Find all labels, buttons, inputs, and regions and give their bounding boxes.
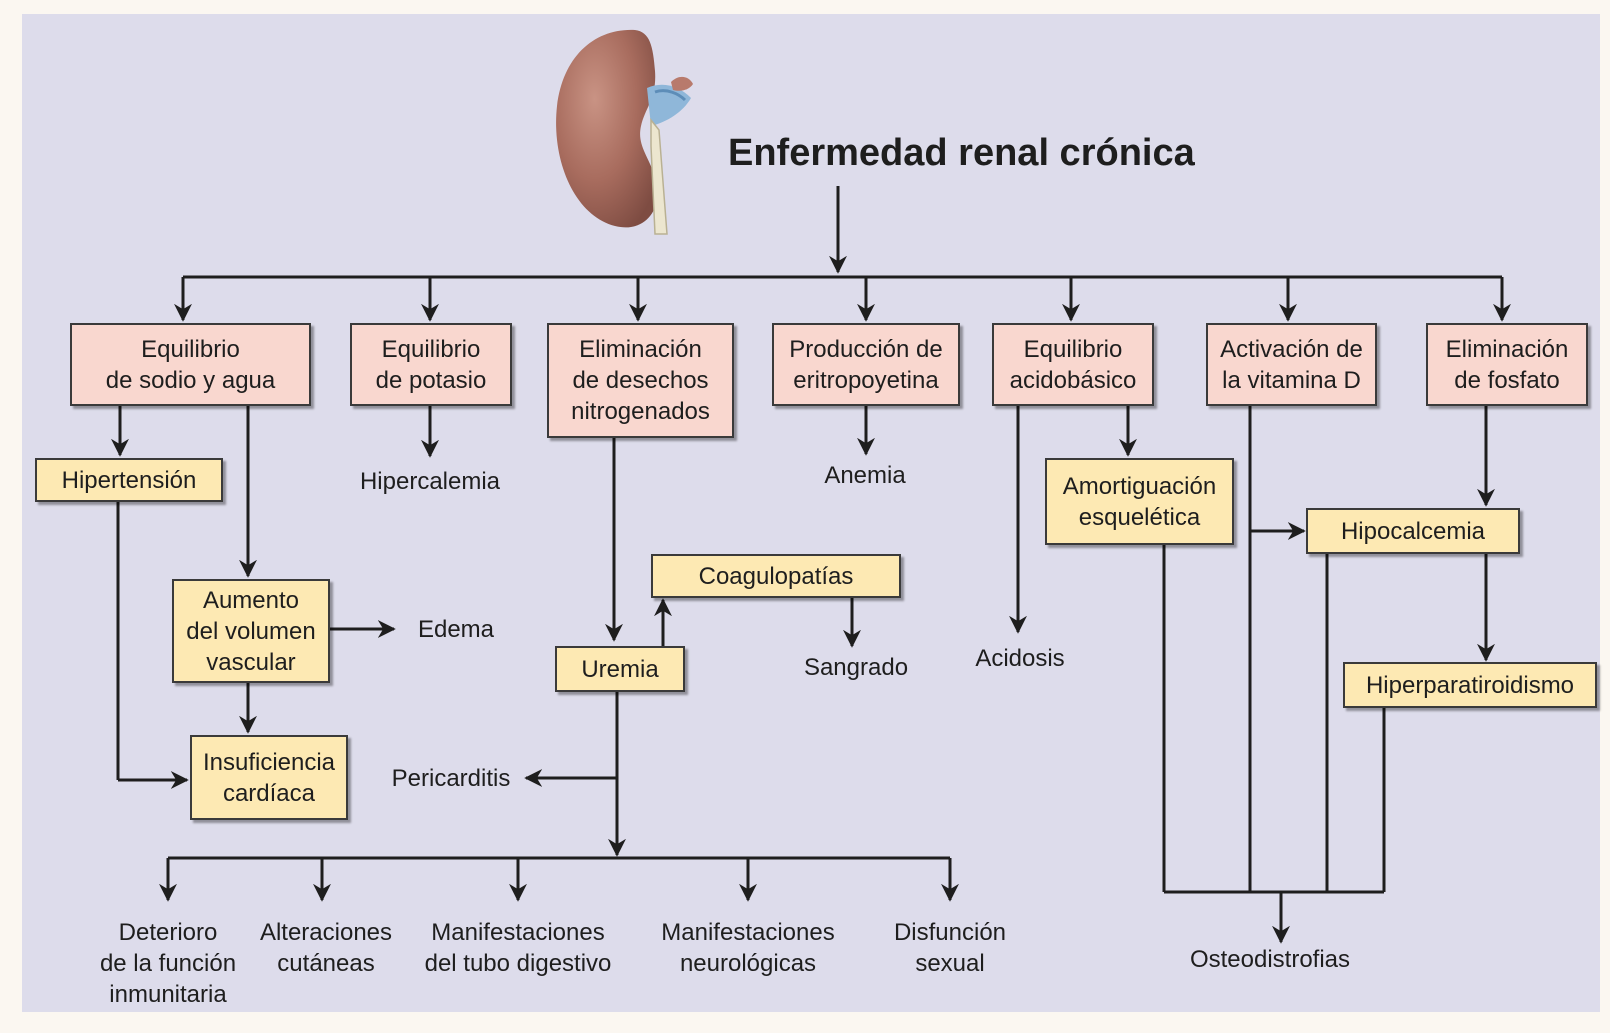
box-uremia: Uremia	[555, 646, 685, 692]
box-hiperparatiroidismo: Hiperparatiroidismo	[1343, 662, 1597, 708]
box-activacion-vitamina-d: Activación de la vitamina D	[1206, 323, 1377, 406]
box-equilibrio-potasio: Equilibrio de potasio	[350, 323, 512, 406]
box-insuficiencia-cardiaca: Insuficiencia cardíaca	[190, 735, 348, 820]
label-manifestaciones-tubo-digestivo: Manifestaciones del tubo digestivo	[408, 917, 628, 979]
box-amortiguacion-esqueletica: Amortiguación esquelética	[1045, 458, 1234, 545]
box-eliminacion-desechos: Eliminación de desechos nitrogenados	[547, 323, 734, 438]
box-produccion-eritropoyetina: Producción de eritropoyetina	[772, 323, 960, 406]
label-hipercalemia: Hipercalemia	[340, 466, 520, 497]
box-aumento-volumen-vascular: Aumento del volumen vascular	[172, 579, 330, 683]
box-coagulopatias: Coagulopatías	[651, 554, 901, 598]
label-alteraciones-cutaneas: Alteraciones cutáneas	[246, 917, 406, 979]
box-hipocalcemia: Hipocalcemia	[1306, 508, 1520, 554]
label-disfuncion-sexual: Disfunción sexual	[875, 917, 1025, 979]
label-deterioro-funcion-inmunitaria: Deterioro de la función inmunitaria	[86, 917, 250, 1010]
label-acidosis: Acidosis	[955, 643, 1085, 674]
box-eliminacion-fosfato: Eliminación de fosfato	[1426, 323, 1588, 406]
label-sangrado: Sangrado	[786, 652, 926, 683]
diagram-title: Enfermedad renal crónica	[728, 132, 1195, 175]
box-hipertension: Hipertensión	[35, 458, 223, 502]
box-equilibrio-acidobasico: Equilibrio acidobásico	[992, 323, 1154, 406]
box-equilibrio-sodio-agua: Equilibrio de sodio y agua	[70, 323, 311, 406]
label-edema: Edema	[396, 614, 516, 645]
label-anemia: Anemia	[800, 460, 930, 491]
label-osteodistrofias: Osteodistrofias	[1170, 944, 1370, 975]
label-pericarditis: Pericarditis	[376, 763, 526, 794]
label-manifestaciones-neurologicas: Manifestaciones neurológicas	[648, 917, 848, 979]
